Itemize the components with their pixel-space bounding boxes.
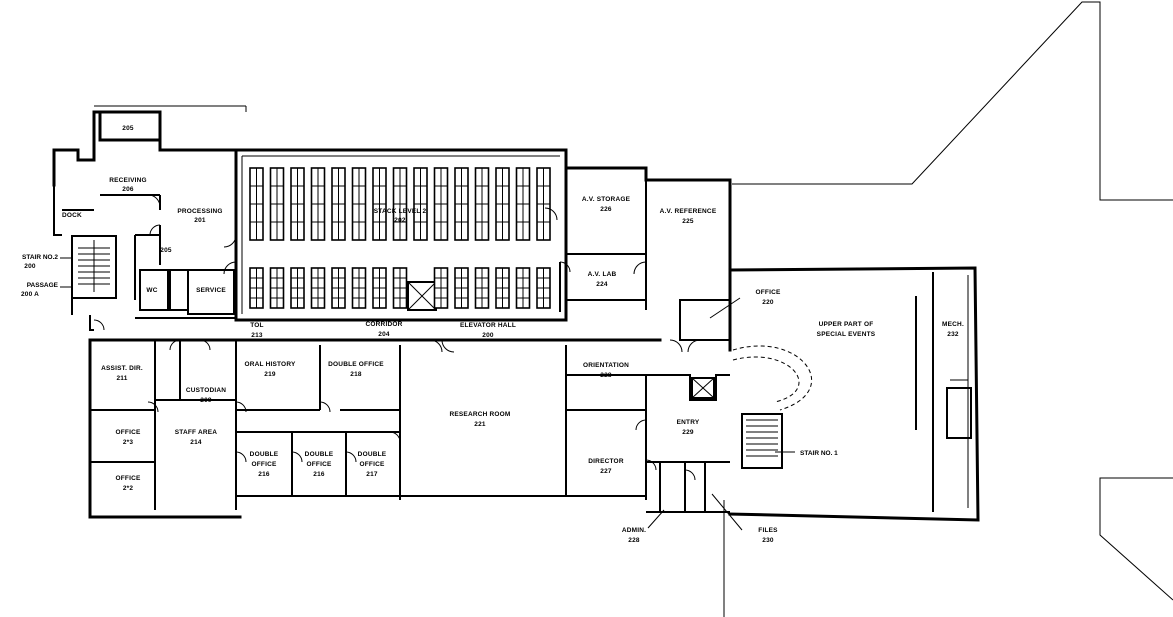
site-boundary	[732, 1, 1173, 601]
double-office-216-number: 216	[258, 471, 270, 478]
entry-number: 229	[682, 429, 694, 436]
toilet-number: 213	[251, 332, 263, 339]
assist-dir-label: ASSIST. DIR.	[101, 365, 143, 372]
oral-history-number: 219	[264, 371, 276, 378]
double-office-216-line1: DOUBLE	[250, 451, 279, 458]
office-212-number: 2*2	[123, 485, 134, 492]
processing-label: PROCESSING	[177, 208, 222, 215]
av-lab-label: A.V. LAB	[588, 271, 617, 278]
room-203-label: 205	[160, 247, 172, 254]
receiving-number: 206	[122, 186, 134, 193]
double-office-216b-line2: OFFICE	[306, 461, 331, 468]
staff-area-number: 214	[190, 439, 202, 446]
office-213-label: OFFICE	[115, 429, 140, 436]
av-lab-number: 224	[596, 281, 608, 288]
double-office-218-label: DOUBLE OFFICE	[328, 361, 384, 368]
stair-2-number: 200	[24, 263, 36, 270]
elevator-hall-number: 200	[482, 332, 494, 339]
files-label: FILES	[758, 527, 778, 534]
room-labels: 205 RECEIVING 206 PROCESSING 201 DOCK 20…	[21, 125, 964, 544]
orientation-label: ORIENTATION	[583, 362, 629, 369]
stack-shelving	[249, 167, 551, 309]
research-room-number: 221	[474, 421, 486, 428]
files-number: 230	[762, 537, 774, 544]
double-office-216b-line1: DOUBLE	[305, 451, 334, 458]
stack-level-label: STACK LEVEL 2	[374, 208, 427, 215]
service-label: SERVICE	[196, 287, 226, 294]
oral-history-label: ORAL HISTORY	[244, 361, 296, 368]
upper-part-label: UPPER PART OF	[819, 321, 874, 328]
processing-number: 201	[194, 217, 206, 224]
elevator-hall-label: ELEVATOR HALL	[460, 322, 516, 329]
double-office-217-number: 217	[366, 471, 378, 478]
assist-dir-number: 211	[116, 375, 127, 382]
upper-part-number: SPECIAL EVENTS	[817, 331, 876, 338]
walls	[52, 105, 980, 617]
double-office-218-number: 218	[350, 371, 362, 378]
double-office-217-line1: DOUBLE	[358, 451, 387, 458]
receiving-label: RECEIVING	[109, 177, 147, 184]
custodian-number: 209	[200, 397, 212, 404]
av-storage-number: 226	[600, 206, 612, 213]
av-reference-number: 225	[682, 218, 694, 225]
double-office-216b-number: 216	[313, 471, 325, 478]
door-swings	[93, 194, 701, 481]
stair-1-label: STAIR NO. 1	[800, 450, 838, 457]
mech-number: 232	[947, 331, 959, 338]
double-office-216-line2: OFFICE	[251, 461, 276, 468]
double-office-217-line2: OFFICE	[359, 461, 384, 468]
stack-level-number: 202	[394, 217, 406, 224]
stair-2-label: STAIR NO.2	[22, 254, 58, 261]
orientation-number: 228	[600, 372, 612, 379]
passage-number: 200 A	[21, 291, 39, 298]
admin-label: ADMIN.	[622, 527, 646, 534]
office-220-number: 220	[762, 299, 774, 306]
research-room-label: RESEARCH ROOM	[449, 411, 510, 418]
staff-area-label: STAFF AREA	[175, 429, 218, 436]
entry-label: ENTRY	[677, 419, 700, 426]
office-220-label: OFFICE	[755, 289, 780, 296]
room-205-top-label: 205	[122, 125, 134, 132]
office-213-number: 2*3	[123, 439, 134, 446]
office-212-label: OFFICE	[115, 475, 140, 482]
av-reference-label: A.V. REFERENCE	[660, 208, 717, 215]
corridor-label: CORRIDOR	[366, 321, 403, 328]
director-number: 227	[600, 468, 612, 475]
toilet-label: TOL	[250, 322, 263, 329]
mech-label: MECH.	[942, 321, 964, 328]
custodian-label: CUSTODIAN	[186, 387, 226, 394]
director-label: DIRECTOR	[588, 458, 624, 465]
passage-label: PASSAGE	[27, 282, 59, 289]
dock-label: DOCK	[62, 212, 82, 219]
av-storage-label: A.V. STORAGE	[582, 196, 631, 203]
wc-label: WC	[146, 287, 157, 294]
admin-number: 228	[628, 537, 640, 544]
corridor-number: 204	[378, 331, 390, 338]
